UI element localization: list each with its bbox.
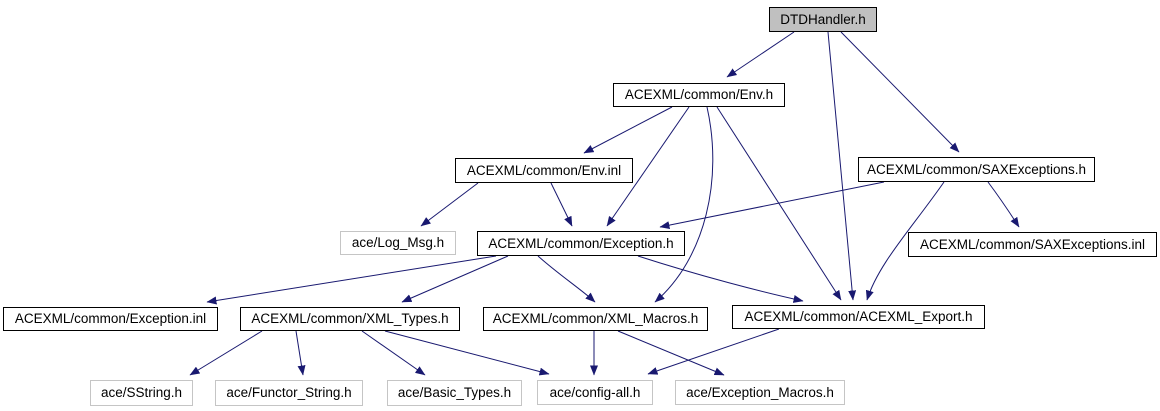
node-ace-log-msg-h: ace/Log_Msg.h: [340, 231, 456, 255]
node-label: ACEXML/common/XML_Types.h: [251, 311, 449, 327]
edge-acexml-common-env-inl-to-acexml-common-exception-h: [550, 182, 573, 227]
node-label: ace/Log_Msg.h: [351, 235, 445, 251]
edge-acexml-common-acexml-export-h-to-ace-config-all-h: [647, 328, 780, 375]
node-label: ACEXML/common/Env.h: [624, 87, 774, 103]
node-label: ace/config-all.h: [549, 384, 641, 400]
node-ace-functor-string-h: ace/Functor_String.h: [215, 380, 363, 406]
node-ace-config-all-h: ace/config-all.h: [537, 380, 653, 405]
node-label: DTDHandler.h: [780, 11, 866, 27]
node-label: ace/Basic_Types.h: [397, 385, 512, 401]
edge-acexml-common-xml-macros-h-to-ace-exception-macros-h: [617, 330, 725, 376]
node-label: ACEXML/common/Env.inl: [466, 162, 622, 178]
node-acexml-common-acexml-export-h[interactable]: ACEXML/common/ACEXML_Export.h: [732, 305, 985, 329]
edge-acexml-common-exception-h-to-acexml-common-exception-inl: [206, 255, 497, 305]
node-acexml-common-xml-macros-h[interactable]: ACEXML/common/XML_Macros.h: [483, 307, 708, 331]
node-ace-exception-macros-h: ace/Exception_Macros.h: [675, 380, 845, 405]
edge-dtdhandler-h-to-acexml-common-env-h: [726, 31, 795, 78]
node-acexml-common-saxexceptions-inl[interactable]: ACEXML/common/SAXExceptions.inl: [908, 232, 1157, 257]
node-acexml-common-env-inl[interactable]: ACEXML/common/Env.inl: [455, 158, 633, 183]
edge-acexml-common-xml-types-h-to-ace-functor-string-h: [295, 330, 306, 376]
node-label: ace/Exception_Macros.h: [686, 384, 834, 400]
node-label: ace/SString.h: [100, 385, 183, 401]
node-label: ACEXML/common/Exception.inl: [14, 311, 207, 327]
node-label: ACEXML/common/Exception.h: [488, 235, 674, 251]
edge-acexml-common-xml-types-h-to-ace-sstring-h: [189, 330, 263, 376]
node-acexml-common-exception-h[interactable]: ACEXML/common/Exception.h: [477, 231, 685, 256]
node-dtdhandler-h: DTDHandler.h: [769, 7, 877, 32]
node-label: ACEXML/common/SAXExceptions.h: [866, 161, 1087, 177]
edge-acexml-common-exception-h-to-acexml-common-acexml-export-h: [637, 255, 804, 303]
edge-dtdhandler-h-to-acexml-common-saxexceptions-h: [840, 31, 960, 153]
node-acexml-common-xml-types-h[interactable]: ACEXML/common/XML_Types.h: [240, 307, 460, 331]
node-ace-sstring-h: ace/SString.h: [90, 380, 193, 406]
node-acexml-common-env-h[interactable]: ACEXML/common/Env.h: [613, 83, 785, 107]
node-label: ACEXML/common/XML_Macros.h: [492, 311, 699, 327]
node-label: ACEXML/common/SAXExceptions.inl: [919, 236, 1146, 252]
edge-acexml-common-saxexceptions-h-to-acexml-common-exception-h: [659, 181, 885, 230]
edge-acexml-common-env-h-to-acexml-common-env-inl: [583, 106, 673, 154]
edge-acexml-common-saxexceptions-h-to-acexml-common-acexml-export-h: [865, 181, 945, 301]
node-acexml-common-exception-inl[interactable]: ACEXML/common/Exception.inl: [3, 307, 218, 331]
node-label: ace/Functor_String.h: [226, 385, 352, 401]
edge-acexml-common-exception-h-to-acexml-common-xml-macros-h: [537, 255, 596, 303]
node-acexml-common-saxexceptions-h[interactable]: ACEXML/common/SAXExceptions.h: [858, 157, 1095, 182]
node-label: ACEXML/common/ACEXML_Export.h: [744, 309, 973, 325]
edges-group: [189, 31, 1020, 376]
edge-acexml-common-env-h-to-acexml-common-xml-macros-h: [654, 106, 714, 303]
edge-acexml-common-env-inl-to-ace-log-msg-h: [420, 182, 479, 227]
edge-acexml-common-saxexceptions-h-to-acexml-common-saxexceptions-inl: [987, 181, 1020, 228]
edge-acexml-common-env-h-to-acexml-common-exception-h: [606, 106, 690, 227]
edge-dtdhandler-h-to-acexml-common-acexml-export-h: [827, 31, 857, 301]
edge-acexml-common-exception-h-to-acexml-common-xml-types-h: [401, 255, 509, 303]
node-ace-basic-types-h: ace/Basic_Types.h: [387, 380, 522, 406]
edge-acexml-common-xml-types-h-to-ace-basic-types-h: [361, 330, 426, 376]
edge-acexml-common-xml-types-h-to-ace-config-all-h: [384, 330, 550, 376]
